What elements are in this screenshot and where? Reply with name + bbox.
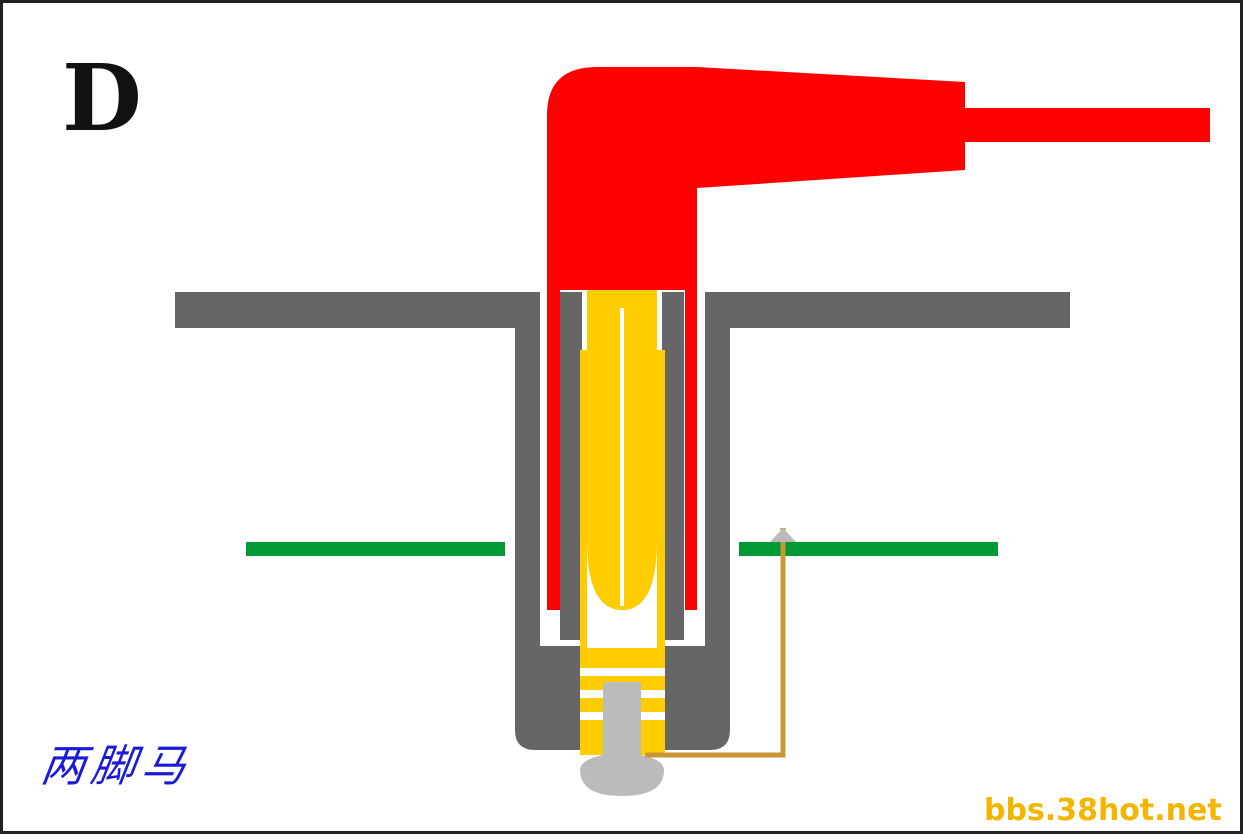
handwritten-caption: 两脚马 — [37, 741, 195, 792]
lead-wire — [645, 528, 786, 758]
plug-boot — [547, 67, 1210, 610]
pin-slot — [587, 540, 657, 648]
diagram-label: D — [62, 44, 142, 152]
pcb-trace-left — [246, 542, 505, 556]
pin-groove-1 — [580, 668, 665, 676]
socket-wall-right — [662, 292, 684, 640]
socket-wall-left — [560, 292, 582, 640]
watermark: bbs.38hot.net — [984, 793, 1222, 828]
probe-tip — [580, 682, 664, 796]
pcb-trace-right — [739, 542, 998, 556]
lead-solder — [770, 528, 796, 542]
